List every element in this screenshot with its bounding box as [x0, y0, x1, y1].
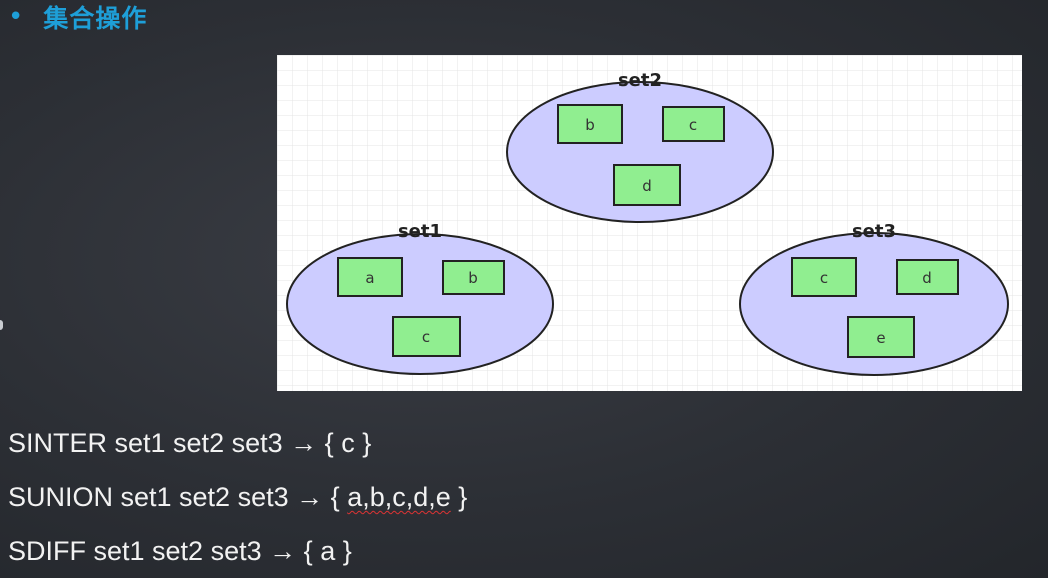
set-label: set3: [852, 221, 896, 242]
set-label: set2: [618, 70, 662, 91]
set-open-brace: {: [330, 482, 340, 512]
set-close-brace: }: [362, 428, 372, 458]
set-open-brace: {: [303, 536, 313, 566]
set-item: c: [662, 106, 725, 142]
item-label: d: [922, 269, 932, 287]
item-label: a: [365, 269, 374, 287]
set-label: set1: [398, 221, 442, 242]
item-label: b: [585, 116, 595, 134]
set-open-brace: {: [324, 428, 334, 458]
item-label: c: [820, 269, 828, 287]
arrow-icon: →: [269, 536, 297, 566]
slide-edge-marker: [0, 320, 3, 330]
item-label: c: [689, 116, 697, 134]
set-item: b: [442, 260, 505, 295]
set-set2: set2 b c d: [506, 70, 774, 223]
command-text: SDIFF set1 set2 set3: [8, 536, 262, 566]
set-item: c: [392, 316, 461, 357]
arrow-icon: →: [296, 482, 324, 512]
command-result: a,b,c,d,e: [347, 482, 451, 512]
command-text: SUNION set1 set2 set3: [8, 482, 289, 512]
set-item: e: [847, 316, 915, 358]
item-label: b: [468, 269, 478, 287]
set-item: b: [557, 104, 623, 144]
set-set1: set1 a b c: [286, 221, 554, 375]
set-item: c: [791, 257, 857, 297]
item-label: e: [876, 329, 885, 347]
command-line-sdiff: SDIFF set1 set2 set3 → { a }: [8, 536, 352, 567]
command-result: c: [341, 428, 355, 458]
command-line-sinter: SINTER set1 set2 set3 → { c }: [8, 428, 371, 459]
set-item: d: [896, 259, 959, 295]
command-result: a: [320, 536, 336, 566]
set-close-brace: }: [458, 482, 468, 512]
set-set3: set3 c d e: [739, 221, 1009, 376]
bullet-icon: •: [8, 2, 24, 32]
command-line-sunion: SUNION set1 set2 set3 → { a,b,c,d,e }: [8, 482, 467, 513]
set-diagram: set2 b c d set1 a b c se: [277, 55, 1022, 391]
set-item: a: [337, 257, 403, 297]
set-item: d: [613, 164, 681, 206]
item-label: d: [642, 177, 652, 195]
arrow-icon: →: [290, 428, 318, 458]
item-label: c: [422, 328, 430, 346]
set-close-brace: }: [342, 536, 352, 566]
command-text: SINTER set1 set2 set3: [8, 428, 283, 458]
section-title: 集合操作: [43, 4, 148, 33]
section-heading: • 集合操作: [8, 0, 147, 34]
